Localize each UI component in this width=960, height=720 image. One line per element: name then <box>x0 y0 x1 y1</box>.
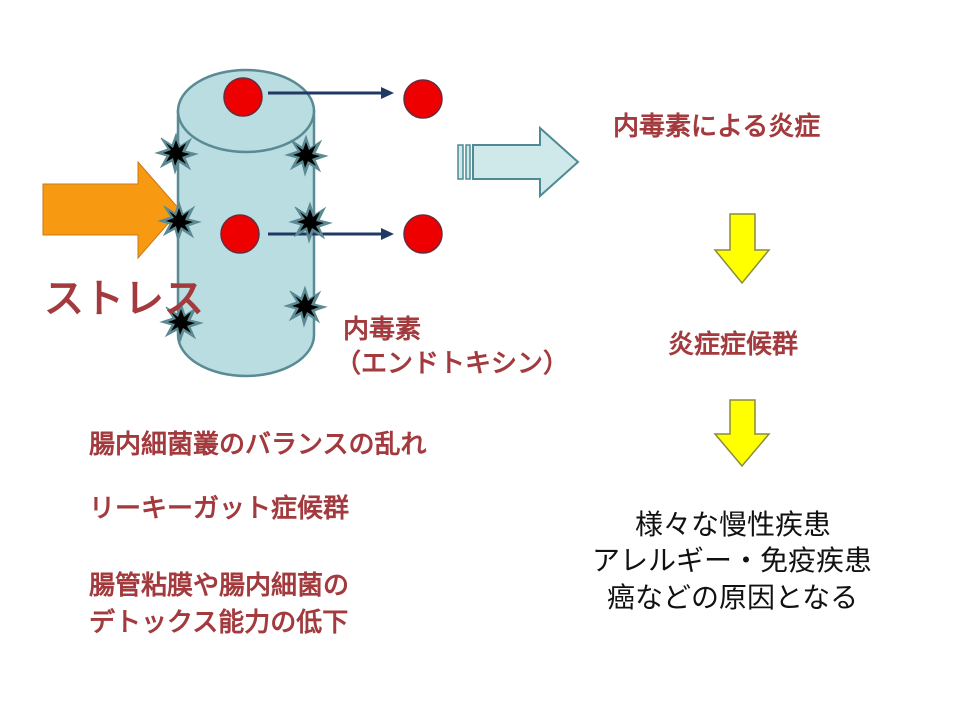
damage-burst-icon <box>283 285 328 328</box>
toxin-dot <box>403 214 443 254</box>
cause-3a-label: 腸管粘膜や腸内細菌の <box>89 571 350 601</box>
cause-2-label: リーキーガット症候群 <box>89 494 350 524</box>
stress-label: ストレス <box>44 276 204 322</box>
damage-burst-icon <box>288 201 333 244</box>
damage-burst-icon <box>154 132 199 175</box>
toxin-dot <box>220 214 260 254</box>
down-arrow <box>713 399 771 468</box>
outcome-line-1: 様々な慢性疾患 <box>635 508 832 541</box>
damage-burst-icon <box>284 134 329 177</box>
stress-arrow <box>42 160 181 260</box>
endotoxin-reading-label: （エンドトキシン） <box>335 349 570 379</box>
flow-arrow <box>457 125 580 199</box>
toxin-dot <box>223 77 263 117</box>
cause-1-label: 腸内細菌叢のバランスの乱れ <box>89 430 427 460</box>
damage-burst-icon <box>159 301 204 344</box>
down-arrow <box>713 213 771 285</box>
inflammation-label: 内毒素による炎症 <box>613 112 821 142</box>
syndrome-label: 炎症症候群 <box>668 330 799 360</box>
release-arrow-middle <box>268 228 394 240</box>
damage-burst-icon <box>157 200 202 243</box>
outcome-line-3: 癌などの原因となる <box>607 581 859 614</box>
outcome-line-2: アレルギー・免疫疾患 <box>592 544 873 577</box>
release-arrow-top <box>268 87 394 99</box>
cause-3b-label: デトックス能力の低下 <box>89 608 349 638</box>
toxin-dot <box>403 79 443 119</box>
endotoxin-label: 内毒素 <box>343 315 422 345</box>
